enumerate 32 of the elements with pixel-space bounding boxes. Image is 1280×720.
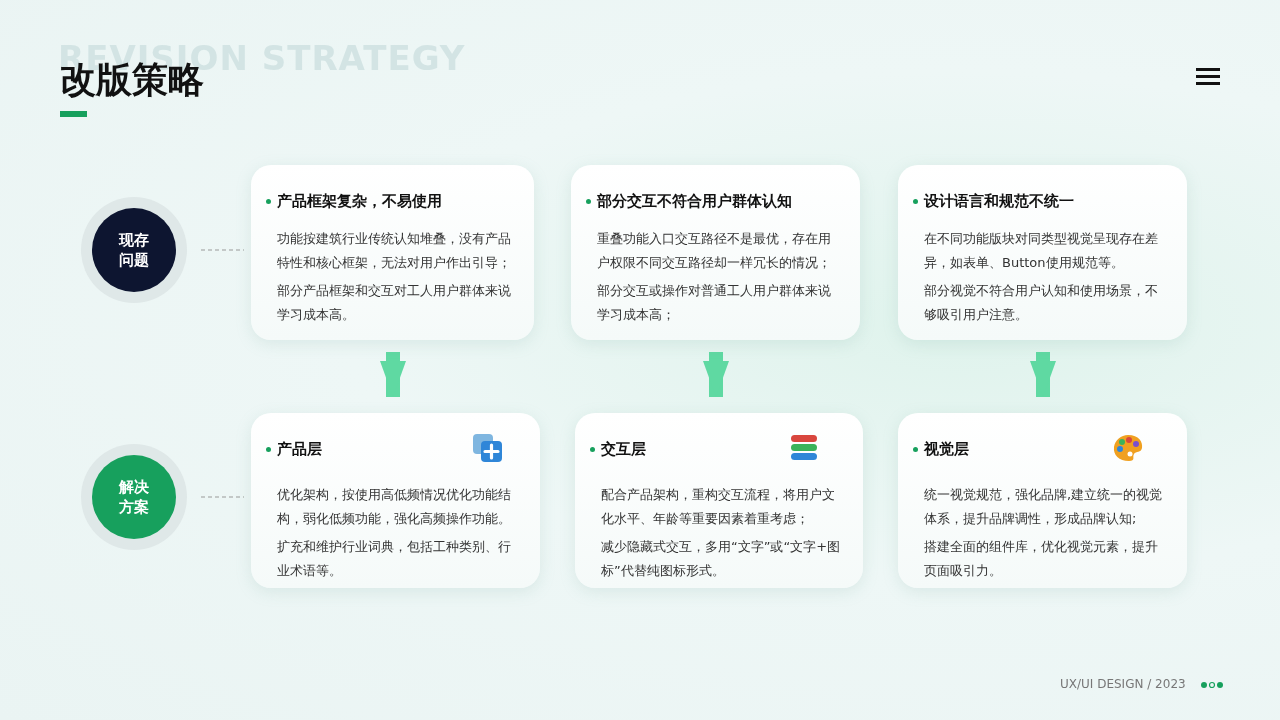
text-card [251,165,534,340]
card-text: 搭建全面的组件库，优化视觉元素，提升页面吸引力。 [924,538,1159,580]
card-text: 减少隐藏式交互，多用“文字”或“文字+图标”代替纯图标形式。 [601,538,842,580]
card-text: 统一视觉规范，强化品牌,建立统一的视觉体系，提升品牌调性，形成品牌认知; [924,486,1164,528]
card-text: 优化架构，按使用高低频情况优化功能结构，弱化低频功能，强化高频操作功能。 [277,486,512,528]
card-text: 部分交互或操作对普通工人用户群体来说学习成本高； [597,282,832,324]
node-label: 解决方案 [118,477,150,517]
card-heading: 部分交互不符合用户群体认知 [597,191,792,211]
card-text: 重叠功能入口交互路径不是最优，存在用户权限不同交互路径却一样冗长的情况； [597,230,832,272]
text-card [898,413,1187,588]
card-text: 部分产品框架和交互对工人用户群体来说学习成本高。 [277,282,512,324]
card-text: 功能按建筑行业传统认知堆叠，没有产品特性和核心框架，无法对用户作出引导； [277,230,512,272]
card-text: 配合产品架构，重构交互流程，将用户文化水平、年龄等重要因素着重考虑； [601,486,836,528]
arrow [1030,352,1056,397]
footer-text: UX/UI DESIGN / 2023 [1060,677,1186,691]
card-text: 部分视觉不符合用户认知和使用场景，不够吸引用户注意。 [924,282,1159,324]
connector-line [200,249,245,251]
arrow [703,352,729,397]
card-text: 扩充和维护行业词典，包括工种类别、行业术语等。 [277,538,512,580]
card-heading: 交互层 [601,439,646,459]
card-heading: 产品层 [277,439,322,459]
connector-line [200,496,245,498]
card-heading: 产品框架复杂，不易使用 [277,191,442,211]
text-card [571,165,860,340]
node-label: 现存问题 [117,230,150,270]
card-heading: 设计语言和规范不统一 [924,191,1074,211]
arrow [380,352,406,397]
text-card [251,413,540,588]
card-text: 在不同功能版块对同类型视觉呈现存在差异，如表单、Button使用规范等。 [924,230,1159,272]
text-card [898,165,1187,340]
text-card [575,413,863,588]
card-heading: 视觉层 [924,439,969,459]
